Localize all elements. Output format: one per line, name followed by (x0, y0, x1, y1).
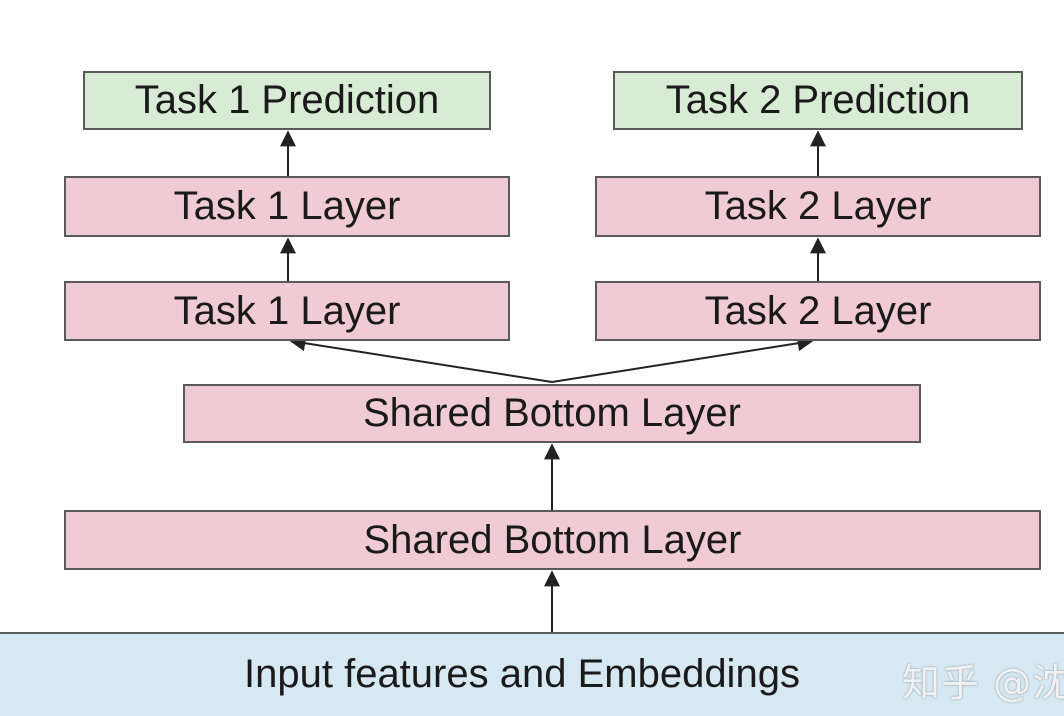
task2-prediction-label: Task 2 Prediction (665, 78, 971, 122)
task1-layer-upper-label: Task 1 Layer (173, 184, 401, 228)
task1-prediction-box: Task 1 Prediction (83, 71, 491, 130)
shared-bottom-layer-lower-box: Shared Bottom Layer (64, 510, 1041, 570)
task2-prediction-box: Task 2 Prediction (613, 71, 1023, 130)
task2-layer-lower-label: Task 2 Layer (704, 288, 932, 333)
watermark-text: 知乎 @沈 (902, 661, 1064, 705)
task2-layer-lower-box: Task 2 Layer (595, 281, 1041, 341)
arrow-shared-to-task1 (289, 335, 553, 383)
arrow-shared-to-task2 (551, 335, 814, 383)
shared-bottom-layer-upper-box: Shared Bottom Layer (183, 384, 921, 443)
shared-bottom-layer-lower-label: Shared Bottom Layer (363, 517, 742, 562)
task1-layer-lower-label: Task 1 Layer (173, 288, 401, 333)
task2-layer-upper-label: Task 2 Layer (704, 184, 932, 228)
task1-layer-upper-box: Task 1 Layer (64, 176, 510, 237)
input-features-label: Input features and Embeddings (244, 652, 800, 696)
task2-layer-upper-box: Task 2 Layer (595, 176, 1041, 237)
input-features-box: Input features and Embeddings (0, 632, 1064, 716)
shared-bottom-layer-upper-label: Shared Bottom Layer (363, 391, 741, 435)
task1-prediction-label: Task 1 Prediction (134, 78, 440, 122)
task1-layer-lower-box: Task 1 Layer (64, 281, 510, 341)
